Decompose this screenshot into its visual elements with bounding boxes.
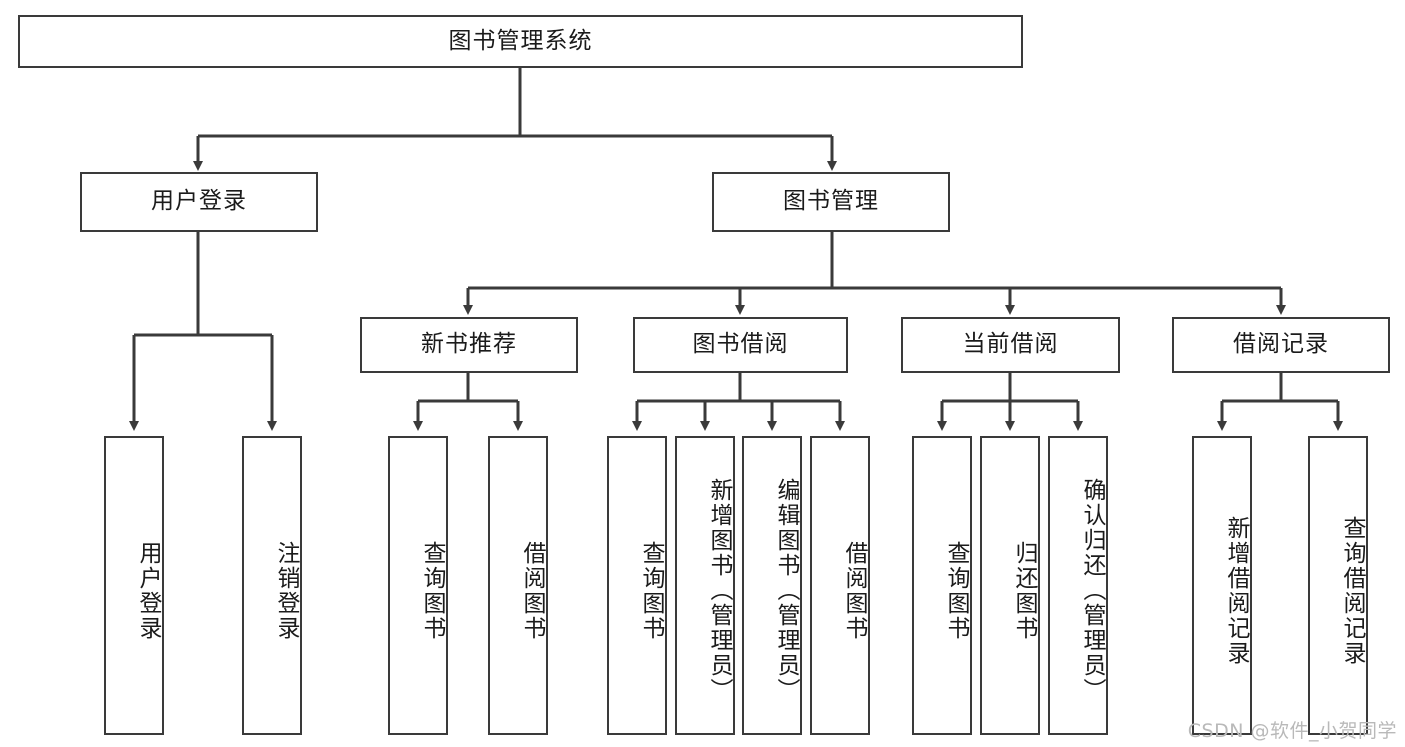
node-leaf-borrow-book-1-label: 借阅图书 (519, 540, 545, 641)
node-root[interactable]: 图书管理系统 (18, 15, 1023, 68)
node-leaf-query-book-1[interactable]: 查询图书 (388, 436, 448, 735)
node-book-management-label: 图书管理 (783, 188, 879, 215)
node-borrow-record[interactable]: 借阅记录 (1172, 317, 1390, 373)
node-leaf-query-book-1-label: 查询图书 (419, 540, 445, 641)
node-root-label: 图书管理系统 (448, 27, 593, 54)
node-current-borrow-label: 当前借阅 (962, 331, 1059, 358)
node-leaf-user-login-label: 用户登录 (135, 540, 161, 641)
node-user-login[interactable]: 用户登录 (80, 172, 318, 232)
node-leaf-confirm-return-label: 确认归还（管理员） (1079, 478, 1105, 703)
node-leaf-query-record[interactable]: 查询借阅记录 (1308, 436, 1368, 735)
node-book-borrow-label: 图书借阅 (692, 331, 789, 358)
node-new-book-recommend-label: 新书推荐 (421, 331, 517, 358)
node-leaf-query-book-3-label: 查询图书 (943, 540, 969, 641)
node-leaf-logout-login[interactable]: 注销登录 (242, 436, 302, 735)
node-leaf-add-book[interactable]: 新增图书（管理员） (675, 436, 735, 735)
node-leaf-edit-book[interactable]: 编辑图书（管理员） (742, 436, 802, 735)
node-leaf-confirm-return[interactable]: 确认归还（管理员） (1048, 436, 1108, 735)
node-leaf-logout-login-label: 注销登录 (273, 540, 299, 641)
node-leaf-query-book-2-label: 查询图书 (638, 540, 664, 641)
node-leaf-query-record-label: 查询借阅记录 (1339, 515, 1365, 666)
node-leaf-add-book-label: 新增图书（管理员） (706, 478, 732, 703)
watermark: CSDN @软件_小贺同学 (1187, 720, 1397, 742)
node-leaf-return-book[interactable]: 归还图书 (980, 436, 1040, 735)
node-leaf-borrow-book-2-label: 借阅图书 (841, 540, 867, 641)
node-current-borrow[interactable]: 当前借阅 (901, 317, 1120, 373)
node-leaf-add-record[interactable]: 新增借阅记录 (1192, 436, 1252, 735)
node-borrow-record-label: 借阅记录 (1233, 331, 1329, 358)
node-leaf-add-record-label: 新增借阅记录 (1223, 515, 1249, 666)
node-book-borrow[interactable]: 图书借阅 (633, 317, 848, 373)
node-leaf-borrow-book-1[interactable]: 借阅图书 (488, 436, 548, 735)
node-new-book-recommend[interactable]: 新书推荐 (360, 317, 578, 373)
node-leaf-query-book-2[interactable]: 查询图书 (607, 436, 667, 735)
node-leaf-user-login[interactable]: 用户登录 (104, 436, 164, 735)
node-leaf-query-book-3[interactable]: 查询图书 (912, 436, 972, 735)
node-leaf-edit-book-label: 编辑图书（管理员） (773, 478, 799, 703)
node-book-management[interactable]: 图书管理 (712, 172, 950, 232)
node-leaf-return-book-label: 归还图书 (1011, 540, 1037, 641)
node-leaf-borrow-book-2[interactable]: 借阅图书 (810, 436, 870, 735)
node-user-login-label: 用户登录 (151, 188, 247, 215)
